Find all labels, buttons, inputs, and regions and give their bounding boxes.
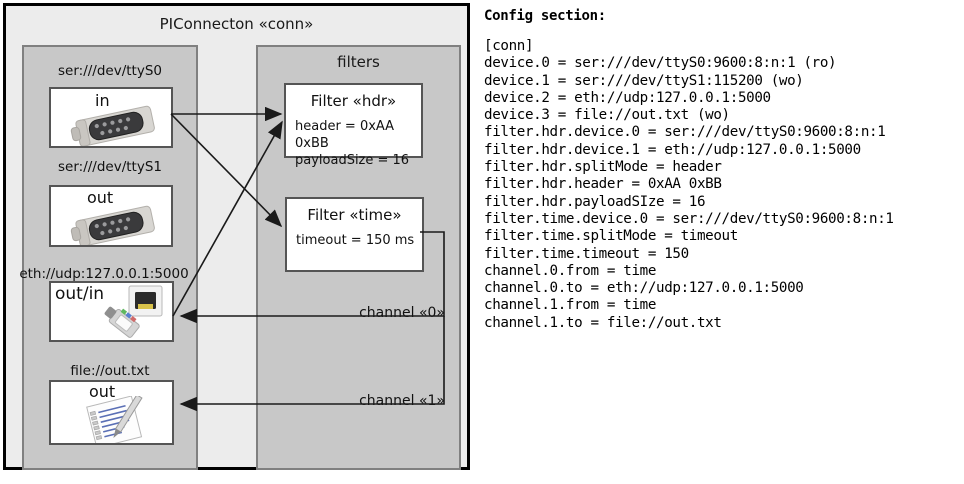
device-kind-label: out xyxy=(87,188,114,207)
filters-panel: filters Filter «hdr» header = 0xAA 0xBB … xyxy=(256,45,461,470)
device-box-ttyS0[interactable]: in xyxy=(49,87,173,148)
channel-label-0: channel «0» xyxy=(359,305,445,321)
config-heading: Config section: xyxy=(484,8,606,24)
filter-title: Filter «time» xyxy=(307,206,402,224)
filter-prop: header = 0xAA 0xBB xyxy=(295,119,395,151)
devices-panel: ser:///dev/ttyS0 in xyxy=(19,45,198,470)
config-section: Config section: [conn] device.0 = ser://… xyxy=(484,8,960,332)
device-kind-label: in xyxy=(95,91,110,110)
device-box-ttyS1[interactable]: out xyxy=(49,185,173,247)
text-file-icon xyxy=(86,396,143,443)
device-label-file: file://out.txt xyxy=(70,363,150,379)
filter-title: Filter «hdr» xyxy=(310,92,397,110)
serial-port-icon xyxy=(70,105,155,146)
config-body: [conn] device.0 = ser:///dev/ttyS0:9600:… xyxy=(484,38,894,331)
filter-prop: timeout = 150 ms xyxy=(296,233,415,248)
filters-panel-title: filters xyxy=(337,53,380,71)
diagram-container: PIConnecton «conn» ser:///dev/ttyS0 in xyxy=(3,3,470,470)
filter-props: header = 0xAA 0xBB payloadSize = 16 xyxy=(295,118,421,169)
device-label-eth: eth://udp:127.0.0.1:5000 xyxy=(19,266,189,282)
filter-box-time[interactable]: Filter «time» timeout = 150 ms xyxy=(285,197,424,272)
diagram-title: PIConnecton «conn» xyxy=(159,15,314,33)
device-label-ttyS1: ser:///dev/ttyS1 xyxy=(58,159,162,175)
device-box-eth[interactable]: out/in xyxy=(49,281,174,342)
filter-props: timeout = 150 ms xyxy=(296,232,414,249)
filter-prop: payloadSize = 16 xyxy=(295,153,410,168)
device-kind-label: out/in xyxy=(55,284,105,304)
device-box-file[interactable]: out xyxy=(49,380,174,445)
serial-port-icon xyxy=(70,205,155,245)
filter-box-hdr[interactable]: Filter «hdr» header = 0xAA 0xBB payloadS… xyxy=(284,83,423,168)
channel-label-1: channel «1» xyxy=(359,393,445,409)
ethernet-plug-icon xyxy=(104,285,163,338)
device-label-ttyS0: ser:///dev/ttyS0 xyxy=(58,63,162,79)
device-kind-label: out xyxy=(89,382,116,401)
